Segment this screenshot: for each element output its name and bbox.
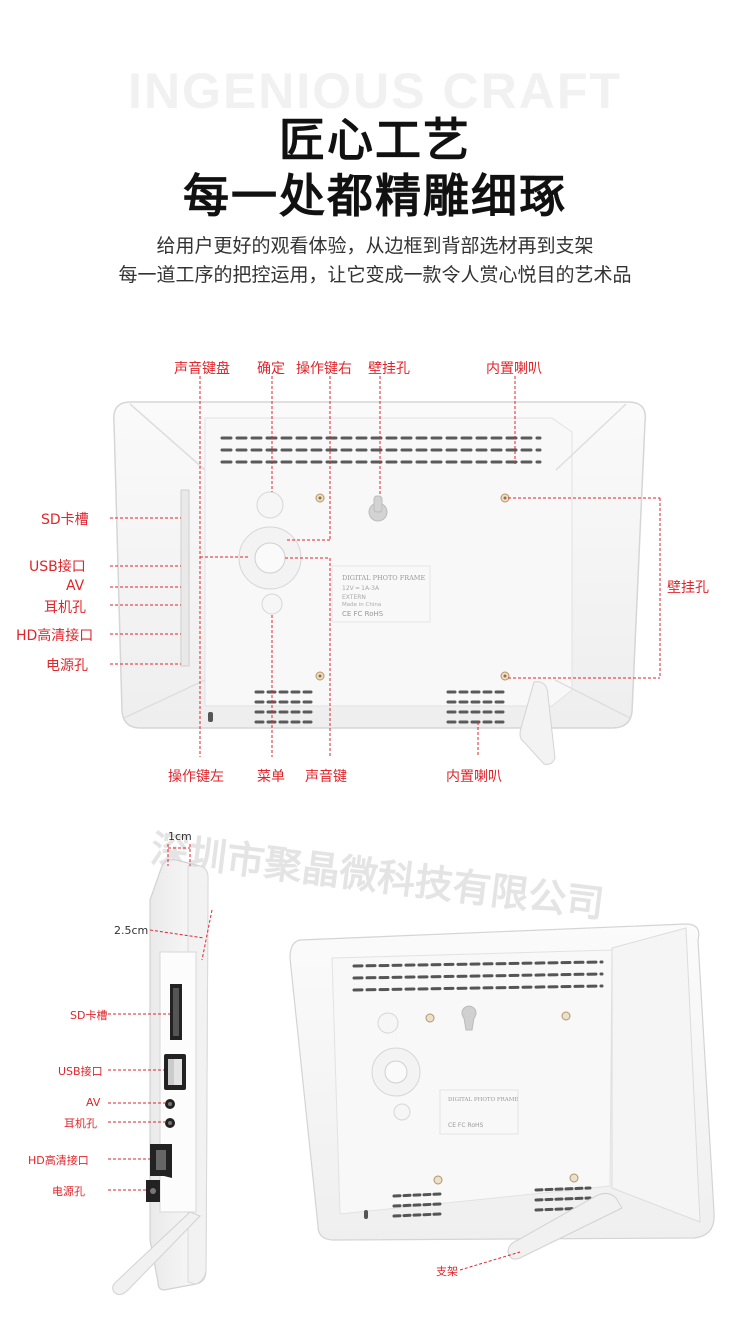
side-av-jack bbox=[165, 1099, 175, 1109]
angle-sticker-line1: DIGITAL PHOTO FRAME bbox=[448, 1097, 518, 1103]
leader-lines bbox=[110, 376, 661, 757]
angle-frame bbox=[289, 923, 715, 1241]
dimension-1cm: 1cm bbox=[168, 830, 192, 843]
label-volume-key: 声音键 bbox=[305, 769, 347, 785]
side-label-sd-slot: SD卡槽 bbox=[70, 1009, 108, 1022]
company-watermark: 深圳市聚晶微科技有限公司 bbox=[148, 826, 607, 927]
angle-stand bbox=[507, 1192, 623, 1260]
sticker bbox=[331, 565, 431, 623]
back-panel bbox=[204, 417, 573, 707]
label-wall-hole-right: 壁挂孔 bbox=[667, 580, 709, 596]
sticker-line1: DIGITAL PHOTO FRAME bbox=[342, 574, 425, 582]
side-label-usb: USB接口 bbox=[58, 1065, 103, 1078]
label-usb-port: USB接口 bbox=[29, 559, 86, 575]
side-sd-slot bbox=[170, 984, 182, 1040]
side-label-av: AV bbox=[86, 1096, 101, 1109]
reset-slot bbox=[208, 712, 213, 722]
label-speaker-bottom: 内置喇叭 bbox=[446, 769, 502, 785]
label-av: AV bbox=[66, 578, 85, 594]
dimension-2-5cm: 2.5cm bbox=[114, 924, 149, 937]
ok-button-shape bbox=[256, 491, 284, 519]
label-key-right: 操作键右 bbox=[296, 361, 352, 377]
side-label-hd: HD高清接口 bbox=[28, 1154, 89, 1167]
label-earphone: 耳机孔 bbox=[44, 600, 86, 616]
side-usb-port bbox=[164, 1054, 186, 1090]
label-menu: 菜单 bbox=[257, 769, 285, 785]
hero-title-line2: 每一处都精雕细琢 bbox=[183, 169, 567, 223]
top-vent bbox=[220, 436, 542, 464]
bottom-vent-left bbox=[254, 690, 314, 724]
screw-holes bbox=[315, 493, 510, 681]
angle-sticker-marks: CE FC RoHS bbox=[448, 1122, 484, 1129]
label-sd-slot: SD卡槽 bbox=[41, 512, 89, 528]
side-hdmi-port bbox=[150, 1144, 172, 1178]
label-stand: 支架 bbox=[436, 1265, 458, 1278]
label-volume-keypad: 声音键盘 bbox=[174, 361, 230, 377]
sticker-line2: 12V ═ 1A-3A bbox=[342, 585, 380, 592]
angle-vent bbox=[352, 960, 604, 992]
side-label-power: 电源孔 bbox=[52, 1185, 85, 1198]
back-stand bbox=[519, 681, 556, 765]
angle-stand-wing bbox=[611, 927, 701, 1223]
back-view-drawing: DIGITAL PHOTO FRAME 12V ═ 1A-3A EXTERN M… bbox=[110, 376, 661, 765]
sticker-marks: CE FC RoHS bbox=[342, 610, 384, 618]
sticker-line3: EXTERN bbox=[342, 594, 366, 601]
label-hd-port: HD高清接口 bbox=[16, 628, 94, 644]
hero-title-line1: 匠心工艺 bbox=[279, 113, 471, 167]
side-frame bbox=[149, 859, 209, 1291]
hero-subtitle-line2: 每一道工序的把控运用，让它变成一款令人赏心悦目的艺术品 bbox=[118, 264, 632, 286]
dimension-lines bbox=[108, 844, 213, 1191]
label-wall-hole-top: 壁挂孔 bbox=[368, 361, 410, 377]
angle-panel bbox=[331, 949, 613, 1215]
port-strip bbox=[180, 489, 190, 667]
menu-button-shape bbox=[261, 593, 283, 615]
label-key-left: 操作键左 bbox=[168, 769, 224, 785]
side-stand bbox=[112, 1211, 201, 1296]
label-power: 电源孔 bbox=[46, 658, 88, 674]
side-earphone-jack bbox=[165, 1118, 175, 1128]
label-confirm: 确定 bbox=[257, 361, 285, 377]
side-power-jack bbox=[146, 1180, 160, 1202]
hero-subtitle-line1: 给用户更好的观看体验，从边框到背部选材再到支架 bbox=[156, 235, 594, 257]
hero-watermark: INGENIOUS CRAFT bbox=[128, 63, 622, 119]
label-speaker-top: 内置喇叭 bbox=[486, 361, 542, 377]
sticker-line4: Made in China bbox=[342, 602, 381, 608]
side-port-panel bbox=[159, 951, 197, 1213]
side-label-earphone: 耳机孔 bbox=[64, 1117, 97, 1130]
